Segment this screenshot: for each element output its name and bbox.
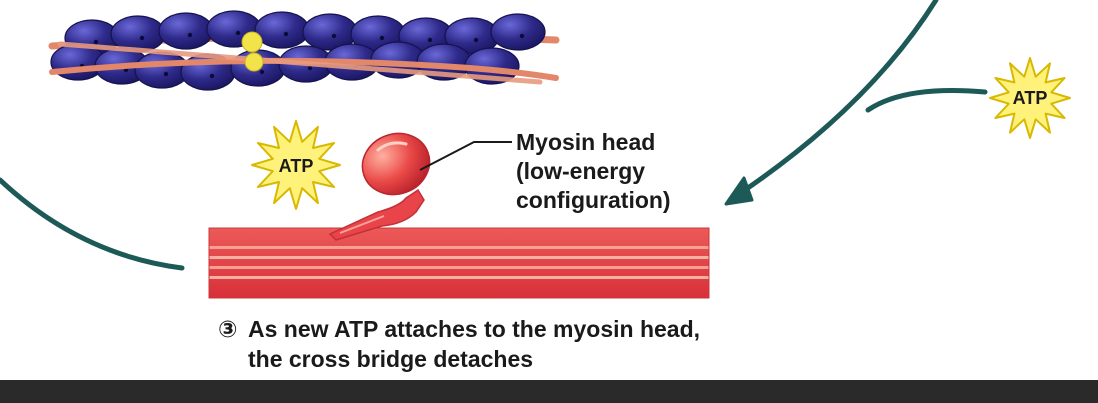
myosin-label-line-1: Myosin head: [516, 129, 656, 155]
atp-burst-left: ATP: [251, 120, 341, 210]
right-arrow-head: [724, 176, 754, 206]
actin-bead-dot: [259, 69, 265, 75]
actin-bead-dot: [235, 30, 241, 36]
actin-bead-dot: [379, 35, 385, 41]
actin-bead-dot: [473, 37, 479, 43]
actin-bead-dot: [187, 32, 193, 38]
troponin-bottom: [244, 52, 264, 72]
left-cycle-arrow: [0, 177, 185, 271]
myosin-cross-bridge: [328, 132, 431, 241]
step-number: ③: [218, 316, 238, 342]
atp-burst-right: ATP: [989, 57, 1071, 139]
atp-feed-arrow: [865, 88, 988, 113]
actin-bead-dot: [93, 39, 99, 45]
actin-bead: [158, 12, 214, 50]
actin-bead-dot: [163, 71, 169, 77]
myosin-head-label: Myosin head (low-energy configuration): [516, 128, 671, 215]
atp-right-label: ATP: [1013, 88, 1048, 108]
myosin-label-leader: [419, 141, 512, 171]
actin-thin-filament: [48, 10, 560, 91]
actin-bead-dot: [331, 33, 337, 39]
actin-bead-dot: [307, 65, 313, 71]
actin-bead-dot: [519, 33, 525, 39]
cycle-arrows: [0, 0, 988, 271]
myosin-label-line-3: configuration): [516, 187, 671, 213]
tropomyosin-strand-bottom: [49, 57, 559, 81]
troponin-top: [241, 31, 263, 53]
bottom-bar: [0, 380, 1098, 403]
actin-bead: [254, 11, 310, 49]
atp-left-label: ATP: [279, 156, 314, 176]
actin-bead-dot: [427, 37, 433, 43]
caption-line-1: As new ATP attaches to the myosin head,: [248, 316, 701, 342]
actin-bead: [490, 13, 546, 51]
right-cycle-arrow: [739, 0, 939, 195]
thick-filament: [208, 227, 710, 299]
myosin-neck-highlight: [339, 215, 385, 234]
myosin-head: [361, 132, 431, 196]
tropomyosin-strand-diagonal: [57, 41, 543, 85]
step-caption: ③ As new ATP attaches to the myosin head,…: [218, 314, 700, 374]
actin-bead-dot: [283, 31, 289, 37]
myosin-label-line-2: (low-energy: [516, 158, 646, 184]
actin-bead-dot: [209, 73, 215, 79]
caption-line-2: the cross bridge detaches: [248, 346, 534, 372]
actin-bead-dot: [139, 35, 145, 41]
